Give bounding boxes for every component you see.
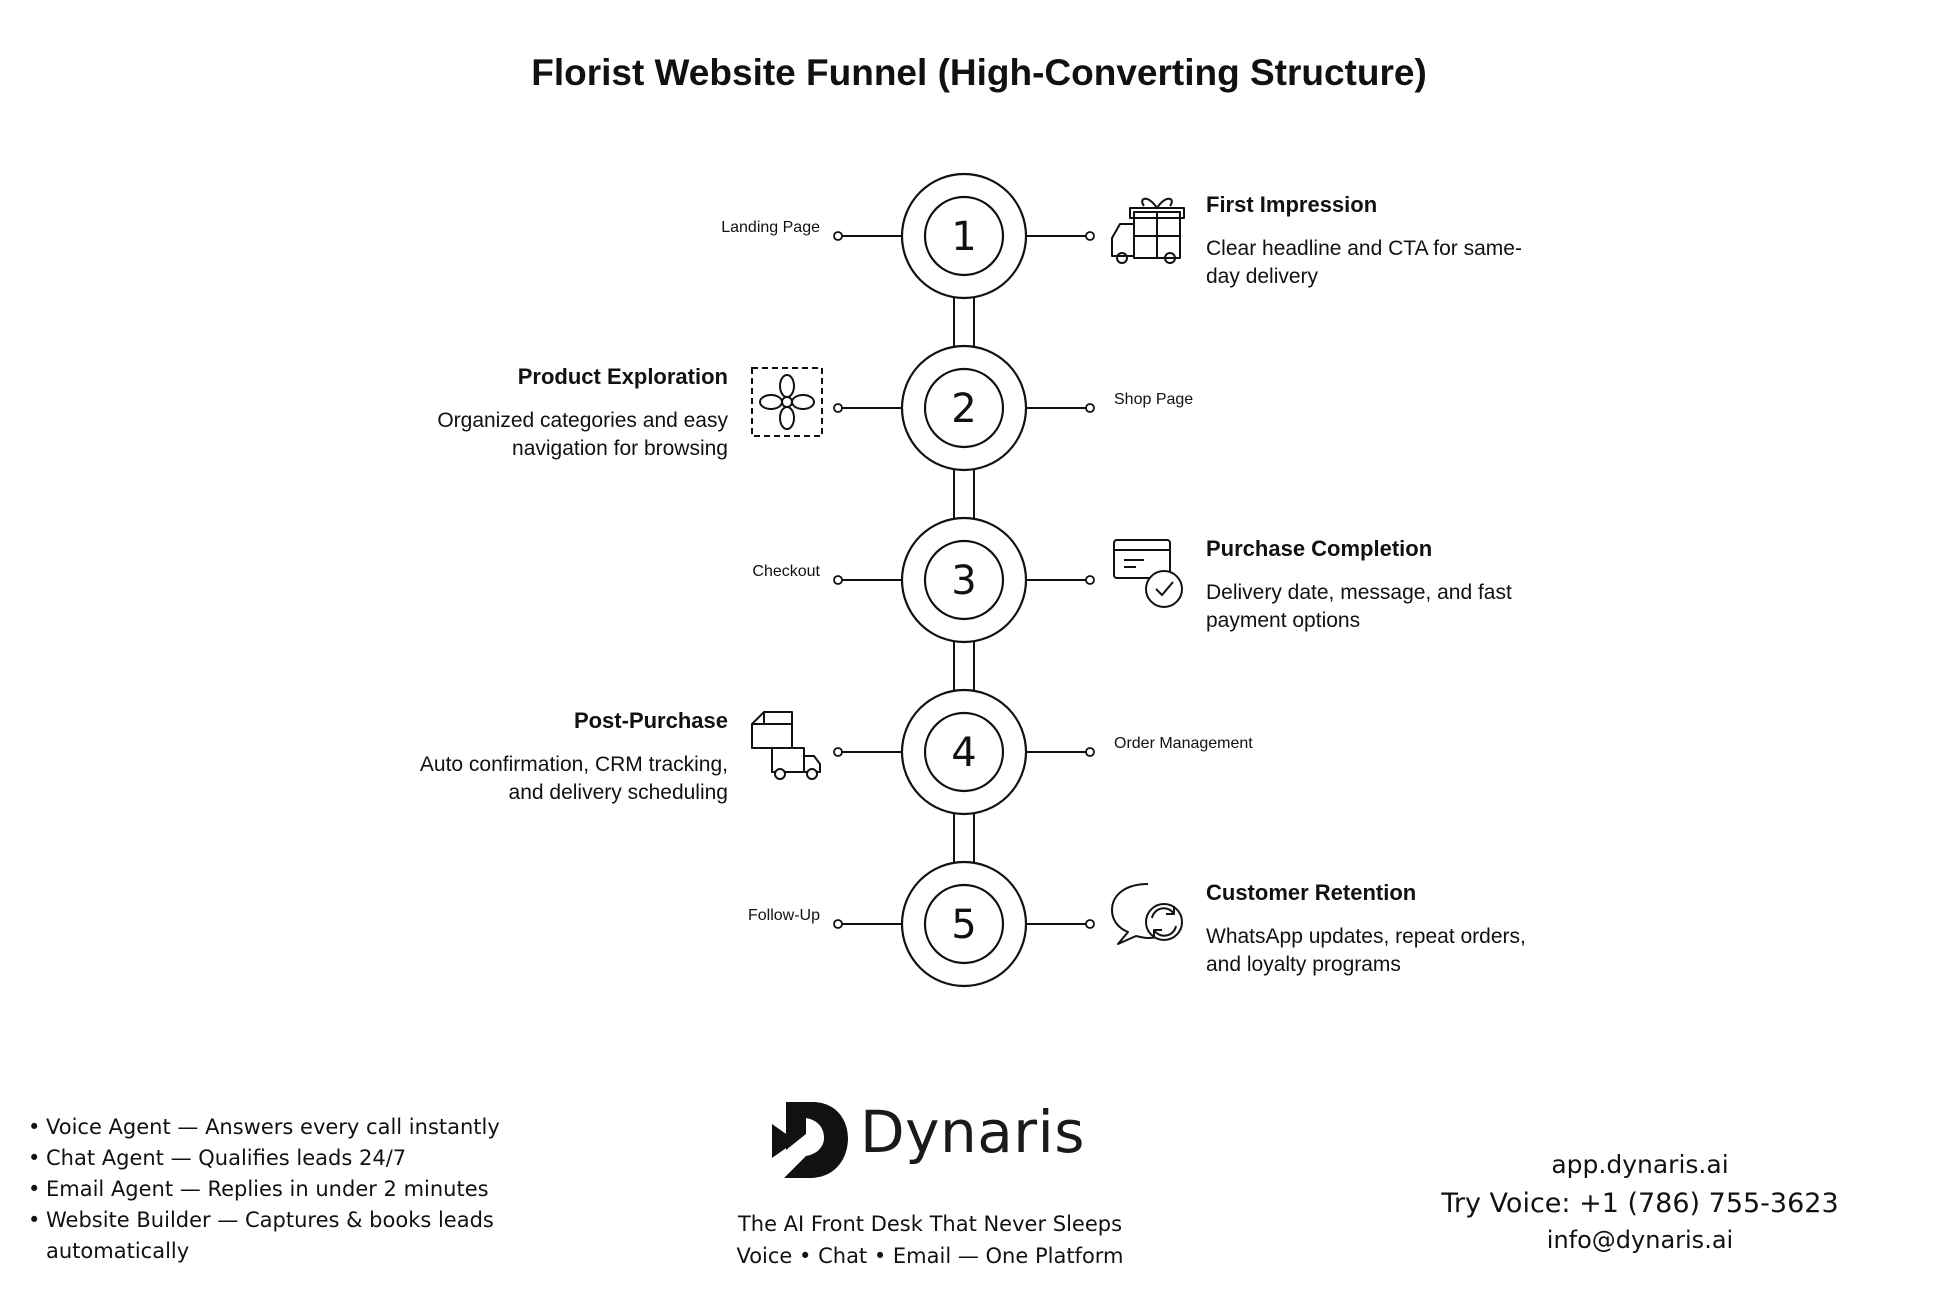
connector-node [1085,403,1095,413]
connector-node [833,403,843,413]
connector-node [1085,231,1095,241]
connector-node [833,919,843,929]
feature-item: Website Builder — Captures & books leads… [28,1205,526,1267]
stage-heading: First Impression [1206,192,1378,217]
step-number: 1 [951,214,976,260]
stage-label: Order Management [1114,735,1253,752]
step-2: 2 [833,344,1095,472]
chat-refresh-icon [1111,883,1183,945]
gift-truck-icon [1111,197,1185,264]
stage-label: Landing Page [721,219,820,236]
stage-heading: Customer Retention [1206,880,1417,905]
connector-node [1085,747,1095,757]
brand-subtagline: Voice • Chat • Email — One Platform [736,1244,1124,1268]
connector-node [1085,919,1095,929]
stage-description: WhatsApp updates, repeat orders,and loya… [1206,925,1526,976]
step-4: 4 [833,688,1095,816]
stage-heading: Purchase Completion [1206,536,1433,561]
connector-node [1085,575,1095,585]
stage-label: Checkout [752,563,820,580]
step-number: 4 [951,730,976,776]
step-3: 3 [833,516,1095,644]
feature-list: Voice Agent — Answers every call instant… [28,1112,588,1267]
box-truck-icon [751,711,821,780]
page-title: Florist Website Funnel (High-Converting … [531,52,1427,93]
feature-item: Email Agent — Replies in under 2 minutes [28,1174,588,1205]
connector-node [833,747,843,757]
step-5: 5 [833,860,1095,988]
step-number: 3 [951,558,976,604]
connector-node [833,231,843,241]
dynaris-logo-icon [772,1102,848,1178]
contact-email: info@dynaris.ai [1546,1226,1734,1254]
step-number: 2 [951,386,976,432]
brand-tagline: The AI Front Desk That Never Sleeps [737,1212,1123,1236]
card-check-icon [1113,539,1183,608]
step-1: 1 [833,172,1095,300]
brand-name: Dynaris [860,1098,1085,1166]
stage-heading: Post-Purchase [573,708,728,733]
contact-website: app.dynaris.ai [1551,1150,1729,1179]
stage-label: Follow-Up [747,907,820,924]
spine-connectors [953,298,975,864]
contact-phone: Try Voice: +1 (786) 755-3623 [1441,1188,1839,1219]
stage-heading: Product Exploration [517,364,728,389]
feature-item: Voice Agent — Answers every call instant… [28,1112,588,1143]
feature-item: Chat Agent — Qualifies leads 24/7 [28,1143,588,1174]
stage-description: Auto confirmation, CRM tracking,and deli… [419,753,728,804]
stage-description: Clear headline and CTA for same-day deli… [1206,237,1522,288]
step-number: 5 [951,902,976,948]
flower-icon [751,367,823,437]
connector-node [833,575,843,585]
stage-label: Shop Page [1114,391,1194,408]
